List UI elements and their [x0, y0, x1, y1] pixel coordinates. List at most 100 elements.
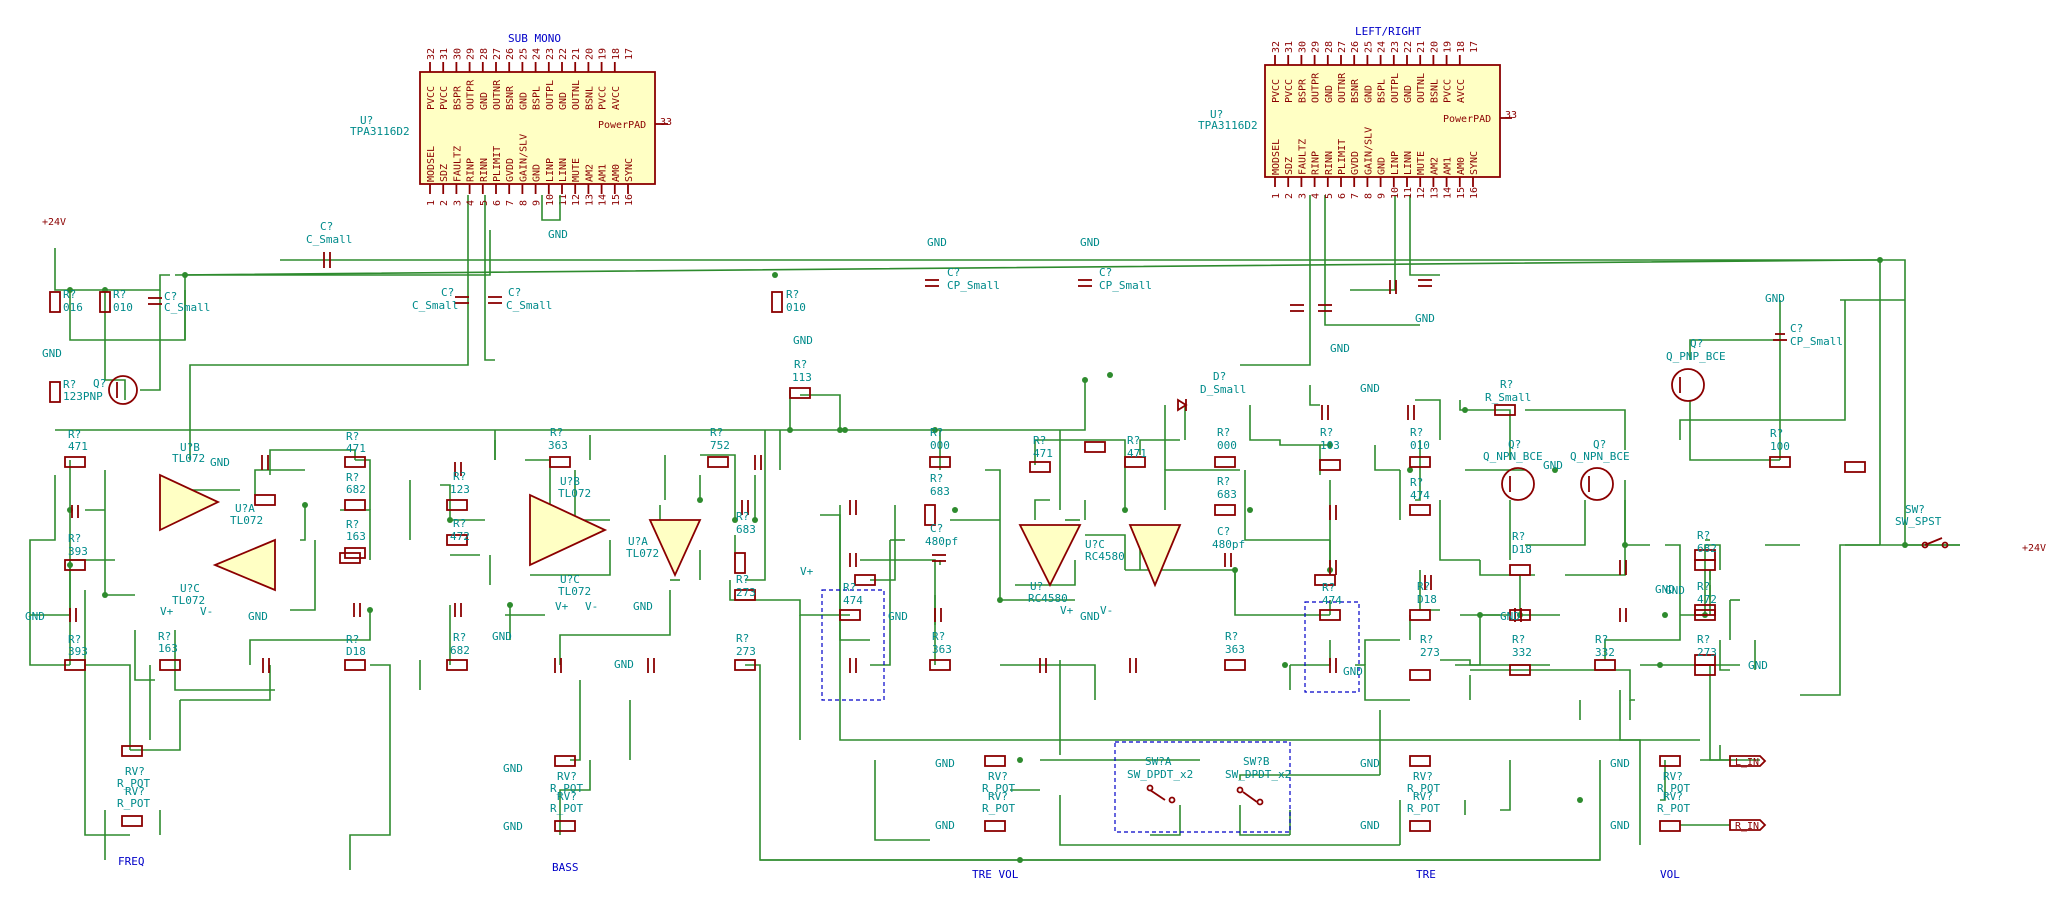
val-r-273d: 273: [1697, 646, 1717, 659]
label-v-plus-1: V+: [800, 565, 814, 578]
ic-lr-bottom-pin-num-3: 4: [1311, 193, 1322, 199]
gnd-label-18: GND: [1080, 610, 1100, 623]
ref-cp-2: C?: [1099, 266, 1112, 279]
ic-sub-bottom-pin-label-14: AM0: [611, 164, 622, 182]
ic-lr-bottom-pin-label-9: LINP: [1390, 151, 1401, 175]
gnd-label-30: GND: [1665, 584, 1685, 597]
gnd-label-16: GND: [614, 658, 634, 671]
ic-sub-bottom-pin-num-11: 12: [571, 194, 582, 206]
val-r-d18a: D18: [346, 645, 366, 658]
ic-lr-top-pin-label-10: GND: [1403, 85, 1414, 103]
ic-lr-top-pin-num-14: 18: [1456, 41, 1467, 53]
ref-r-474a: R?: [843, 581, 856, 594]
ic-lr-pad-label: PowerPAD: [1443, 114, 1491, 125]
ic-lr-top-pin-num-2: 30: [1297, 41, 1308, 53]
section-vol: VOL: [1660, 868, 1680, 881]
ref-u1b: U?B: [180, 441, 200, 454]
ref-r-472a: R?: [453, 517, 466, 530]
ref-r-016: R?: [63, 288, 76, 301]
val-r-273a: 273: [736, 586, 756, 599]
ref-r-474b: R?: [1322, 581, 1335, 594]
ic-lr-top-pin-num-13: 19: [1443, 41, 1454, 53]
label-r-in: R_IN: [1729, 819, 1767, 832]
gnd-label-14: GND: [633, 600, 653, 613]
val-r-471b: 471: [346, 442, 366, 455]
label-v-minus-3: V-: [1100, 604, 1113, 617]
ic-sub-top-pin-num-15: 17: [624, 48, 635, 60]
val-r-273c: 273: [1420, 646, 1440, 659]
val-u2b: TL072: [558, 487, 591, 500]
ic-sub-top-pin-label-7: GND: [518, 92, 529, 110]
diode: [1177, 398, 1188, 412]
val-r-113: 113: [792, 371, 812, 384]
ic-lr-bottom-pin-num-1: 2: [1284, 193, 1295, 199]
val-rv-5: R_POT: [982, 782, 1015, 795]
transistor-q-pnp: [108, 375, 138, 405]
ic-lr-bottom-pin-label-13: AM1: [1443, 157, 1454, 175]
ic-lr-top-pin-label-4: GND: [1324, 85, 1335, 103]
ref-r-123pnp: R?: [63, 378, 76, 391]
val-sw-b: SW_DPDT_x2: [1225, 768, 1291, 781]
section-bass: BASS: [552, 861, 579, 874]
ic-lr-top-pin-label-11: OUTNL: [1416, 73, 1427, 103]
gnd-label-3: GND: [1080, 236, 1100, 249]
ref-r-682c: R?: [1697, 529, 1710, 542]
ref-sw-spst: SW?: [1905, 503, 1925, 516]
ic-lr-top-pin-num-10: 22: [1403, 41, 1414, 53]
ref-r-683a: R?: [736, 510, 749, 523]
ic-sub-bottom-pin-num-1: 2: [439, 200, 450, 206]
ic-sub-top-pin-label-13: PVCC: [598, 86, 609, 110]
val-q-npn2: Q_NPN_BCE: [1570, 450, 1630, 463]
ic-lr-bottom-pin-num-15: 16: [1469, 187, 1480, 199]
val-cp-2: CP_Small: [1099, 279, 1152, 292]
ic-lr-top-pin-label-0: PVCC: [1271, 79, 1282, 103]
ic-sub-bottom-pin-label-8: GND: [532, 164, 543, 182]
svg-text:R_IN: R_IN: [1735, 821, 1759, 832]
transistors: [108, 368, 1705, 501]
ref-u1c: U?C: [180, 582, 200, 595]
val-r-010b: 010: [786, 301, 806, 314]
ic-sub-top-pin-num-11: 21: [571, 48, 582, 60]
ic-lr-ref: U?: [1210, 108, 1223, 121]
ic-sub-top-pin-label-0: PVCC: [426, 86, 437, 110]
ic-lr-bottom-pin-num-7: 8: [1363, 193, 1374, 199]
ref-cp-3: C?: [1790, 322, 1803, 335]
svg-text:L_IN: L_IN: [1735, 757, 1759, 768]
ic-sub-bottom-pin-label-13: AM1: [598, 164, 609, 182]
ref-u2a: U?A: [628, 535, 648, 548]
val-r-273b: 273: [736, 645, 756, 658]
ic-sub-bottom-pin-label-2: FAULTZ: [452, 146, 463, 182]
ic-lr-top-pin-label-3: OUTPR: [1311, 72, 1322, 103]
ic-sub-top-pin-num-12: 20: [584, 48, 595, 60]
ic-lr-bottom-pin-num-6: 7: [1350, 193, 1361, 199]
val-u3c: RC4580: [1085, 550, 1125, 563]
ic-sub-top-pin-num-0: 32: [426, 48, 437, 60]
val-r-010c: 010: [1410, 439, 1430, 452]
ref-r-393a: R?: [68, 532, 81, 545]
val-rv-9: R_POT: [1657, 782, 1690, 795]
val-rv-4: R_POT: [550, 802, 583, 815]
ref-r-273b: R?: [736, 632, 749, 645]
ref-u2b: U?B: [560, 475, 580, 488]
ic-sub-top-pin-num-10: 22: [558, 48, 569, 60]
val-r-683c: 683: [1217, 488, 1237, 501]
ref-r-small: R?: [1500, 378, 1513, 391]
val-r-471c: 471: [1033, 447, 1053, 460]
val-rv-3: R_POT: [550, 782, 583, 795]
ic-lr-value: TPA3116D2: [1198, 119, 1258, 132]
ic-sub-bottom-pin-num-4: 5: [479, 200, 490, 206]
val-r-752: 752: [710, 439, 730, 452]
val-r-d18c: D18: [1417, 593, 1437, 606]
ref-r-363a: R?: [550, 426, 563, 439]
potentiometers: [121, 745, 1681, 832]
ic-lr-top-pin-num-7: 25: [1363, 41, 1374, 53]
gnd-label-6: GND: [1415, 312, 1435, 325]
ref-r-752: R?: [710, 426, 723, 439]
ic-sub-bottom-pin-label-0: MODSEL: [426, 146, 437, 182]
ref-c-480a: C?: [930, 522, 943, 535]
gnd-label-11: GND: [210, 456, 230, 469]
ic-sub-bottom-pin-num-15: 16: [624, 194, 635, 206]
ref-c-s2: C?: [508, 286, 521, 299]
opamp-u2b: [529, 493, 608, 567]
ic-sub-bottom-pin-num-5: 6: [492, 200, 503, 206]
